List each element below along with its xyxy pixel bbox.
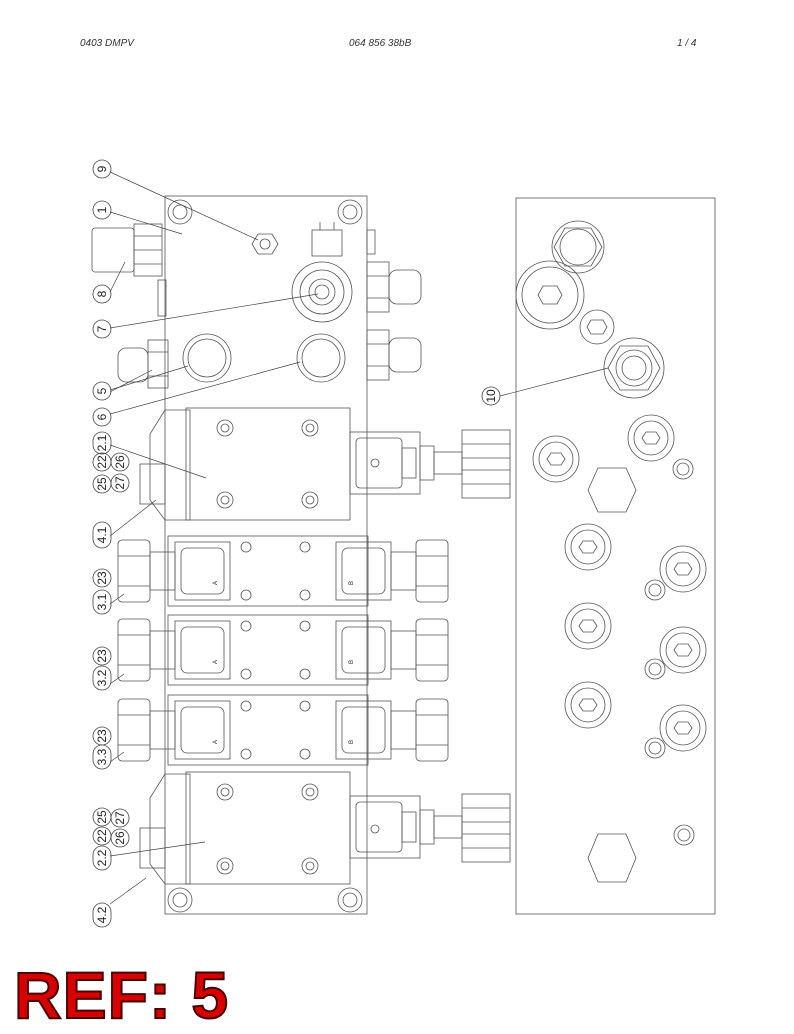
side-view-plug-row-2a — [564, 523, 612, 571]
side-view-plug-row-3a — [564, 602, 612, 650]
side-view-plug-large-top — [551, 220, 605, 274]
manifold-block — [164, 195, 368, 915]
valve-2-1 — [139, 407, 511, 521]
callout-1: 1 — [95, 206, 109, 213]
callout-26-top: 26 — [113, 455, 127, 469]
callout-5: 5 — [95, 387, 109, 394]
callout-26-bottom: 26 — [113, 831, 127, 845]
valve-3-1-letter-a: A — [213, 581, 219, 585]
callout-3-3: 3.3 — [95, 748, 109, 765]
mounting-bolt-top-right — [337, 199, 363, 225]
valve-3-1-letter-b: B — [349, 581, 355, 585]
callout-23-a: 23 — [95, 571, 109, 585]
callout-25-bottom: 25 — [95, 810, 109, 824]
fitting-item-5 — [117, 339, 169, 389]
side-view-plug-row-2b — [659, 545, 707, 593]
valve-3-1 — [117, 535, 449, 607]
callout-23-b: 23 — [95, 649, 109, 663]
side-view-plug-row-4c — [644, 737, 666, 759]
callout-bubbles — [92, 159, 501, 928]
pressure-switch-item-7 — [291, 222, 353, 323]
valve-2-2 — [139, 771, 511, 885]
side-fitting-lower — [366, 329, 422, 381]
side-view-item-10 — [603, 337, 665, 399]
callout-4-1: 4.1 — [95, 526, 109, 543]
valve-3-2-letter-b: B — [349, 660, 355, 664]
side-view-plug-row-1a — [532, 435, 580, 483]
callout-2-1: 2.1 — [95, 434, 109, 451]
side-view-plug-small — [579, 309, 615, 345]
callout-3-1: 3.1 — [95, 593, 109, 610]
side-view-hex-plug-upper — [587, 467, 637, 513]
mounting-bolt-bottom-left — [167, 887, 193, 913]
side-view-plug-hex-socket — [515, 260, 585, 330]
callout-9: 9 — [95, 165, 109, 172]
callout-25-top: 25 — [95, 477, 109, 491]
valve-3-2-letter-a: A — [213, 660, 219, 664]
callout-27-top: 27 — [113, 476, 127, 490]
plug-item-6-right — [296, 333, 346, 383]
reference-label: REF: 5 — [13, 958, 230, 1032]
callout-leader-lines — [109, 171, 609, 905]
callout-23-c: 23 — [95, 729, 109, 743]
side-view-hex-plug-lower — [587, 833, 637, 883]
side-fitting-upper — [366, 261, 422, 313]
callout-27-bottom: 27 — [113, 811, 127, 825]
header-page-number: 1 / 4 — [677, 38, 697, 49]
mounting-bolt-bottom-right — [337, 887, 363, 913]
callout-22-top: 22 — [95, 455, 109, 469]
side-view-plug-row-3c — [644, 658, 666, 680]
callout-4-2: 4.2 — [95, 906, 109, 923]
callout-10: 10 — [484, 389, 498, 403]
callout-8: 8 — [95, 290, 109, 297]
mounting-bolt-top-left — [167, 199, 193, 225]
callout-labels: 9 1 8 7 5 6 10 25 22 2.1 27 26 4.1 3.1 2… — [95, 165, 498, 923]
plug-item-6-left — [182, 333, 232, 383]
side-view-plug-row-4a — [564, 681, 612, 729]
side-view-plug-row-3b — [659, 626, 707, 674]
valve-3-3-letter-b: B — [349, 740, 355, 744]
callout-7: 7 — [95, 325, 109, 332]
side-view-plug-row-1c — [672, 458, 694, 480]
header-doc-code: 0403 DMPV — [80, 38, 134, 49]
callout-22-bottom: 22 — [95, 829, 109, 843]
fitting-item-8 — [91, 223, 163, 277]
side-view-plug-bottom-small — [673, 824, 695, 846]
valve-3-3-letter-a: A — [213, 740, 219, 744]
callout-2-2: 2.2 — [95, 849, 109, 866]
side-view-plug-row-2c — [644, 579, 666, 601]
valve-3-3 — [117, 694, 449, 766]
header-part-number: 064 856 38bB — [349, 38, 412, 49]
plug-item-9 — [251, 233, 279, 255]
callout-3-2: 3.2 — [95, 669, 109, 686]
manifold-side-view — [515, 197, 716, 915]
callout-6: 6 — [95, 413, 109, 420]
valve-letters: A B A B A B — [213, 581, 355, 744]
side-view-plug-row-4b — [659, 704, 707, 752]
valve-3-2 — [117, 614, 449, 686]
side-view-plug-row-1b — [627, 414, 675, 462]
